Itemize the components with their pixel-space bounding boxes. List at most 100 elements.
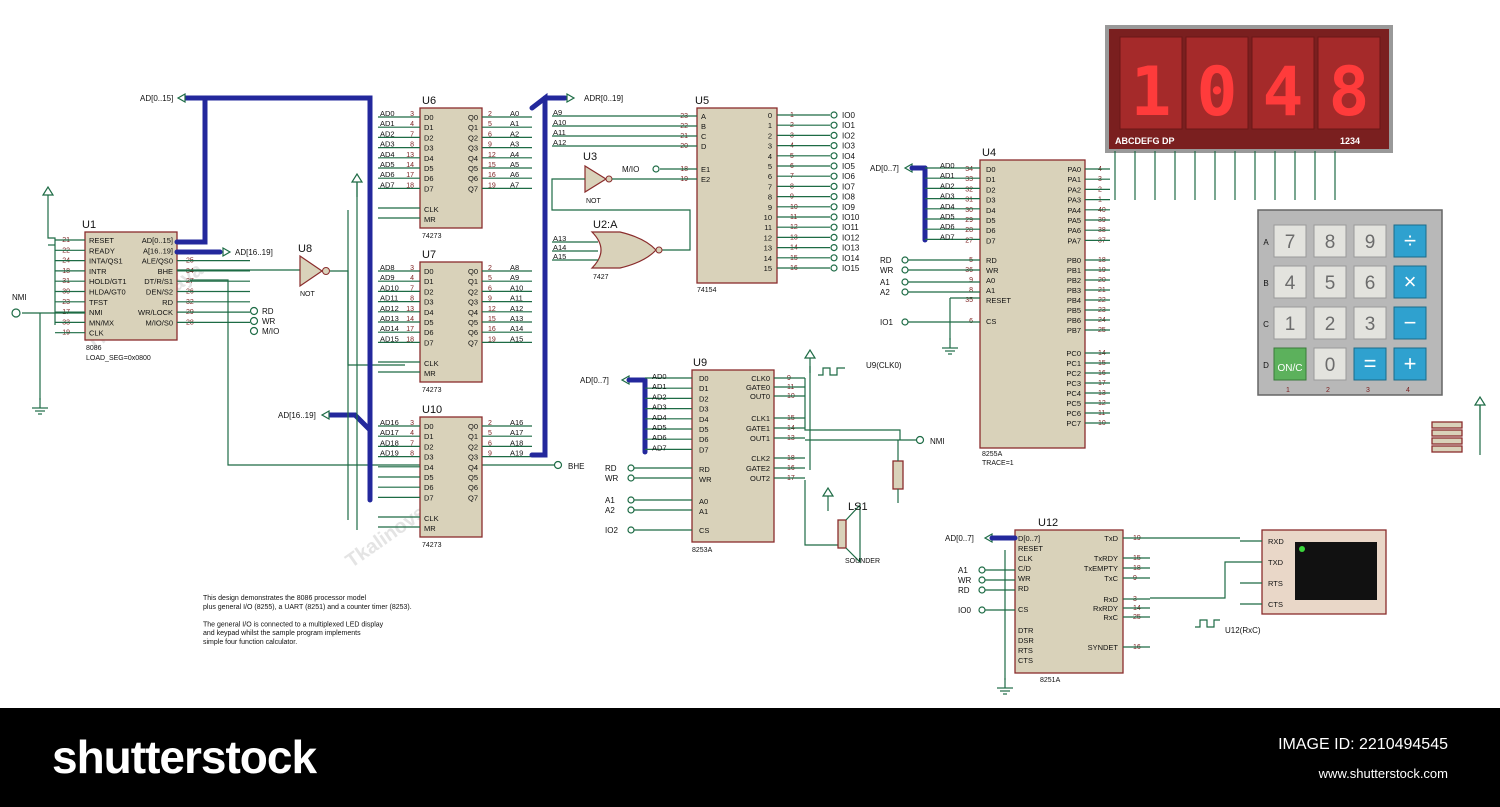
latch-out-label: A16 (510, 418, 523, 427)
keypad-key[interactable] (1393, 306, 1427, 340)
pin-number: 28 (965, 227, 973, 234)
u9-clk-label: U9(CLK0) (866, 361, 902, 370)
pin-number: 3 (410, 420, 414, 427)
u9-pin-label: A1 (699, 507, 708, 516)
u3-not-gate (584, 164, 608, 194)
keypad-key[interactable] (1273, 224, 1307, 258)
u9-pin-label: RD (699, 465, 710, 474)
latch-pin-label: D5 (424, 164, 434, 173)
led-digit-glyph: 4 (1263, 53, 1304, 132)
u5-pin-label: C (701, 132, 707, 141)
latch-pin-label: Q0 (468, 113, 478, 122)
u4-ctrl-label: RD (880, 256, 892, 265)
u4-pin-label: D3 (986, 196, 996, 205)
keypad-key[interactable] (1273, 265, 1307, 299)
latch-in-label: AD6 (380, 170, 395, 179)
latch-in-label: AD1 (380, 119, 395, 128)
u4-pin-label: D4 (986, 206, 996, 215)
u9-pin-label: D0 (699, 374, 709, 383)
description-text: and keypad whilst the sample program imp… (203, 630, 361, 637)
u4-pin-label: PA0 (1067, 165, 1081, 174)
u1-pin-label: TFST (89, 298, 108, 307)
u12-ctrl-label: A1 (958, 566, 968, 575)
u1-pin-label: M/IO/S0 (145, 318, 173, 327)
u9-pin-label: GATE2 (746, 464, 770, 473)
terminal-node (627, 526, 635, 534)
terminal-node (830, 142, 838, 150)
terminal-node (830, 233, 838, 241)
latch-pin-label: Q1 (468, 432, 478, 441)
u12-pin-label: CLK (1018, 554, 1033, 563)
u12-pin-label: DSR (1018, 636, 1034, 645)
u4-pin-label: A1 (986, 286, 995, 295)
keypad-key[interactable] (1313, 347, 1347, 381)
pin-number: 6 (488, 131, 492, 138)
keypad-key[interactable] (1273, 306, 1307, 340)
keypad-key[interactable] (1353, 306, 1387, 340)
keypad-key[interactable] (1313, 224, 1347, 258)
latch-in-label: AD2 (380, 129, 395, 138)
pin-number: 6 (488, 285, 492, 292)
ls1-ref: LS1 (848, 501, 868, 513)
u9-data-label: AD4 (652, 413, 667, 422)
latch-out-label: A11 (510, 294, 523, 303)
u12-ctrl-label: WR (958, 576, 972, 585)
u4-pin-label: D6 (986, 226, 996, 235)
u1-pin-label: DT/R/S1 (144, 277, 173, 286)
keypad-key[interactable] (1393, 265, 1427, 299)
keypad-col-label: 1 (1286, 387, 1290, 394)
latch-in-label: AD11 (380, 294, 398, 303)
pin-number: 4 (410, 121, 414, 128)
u7-ref: U7 (422, 249, 436, 261)
keypad-key[interactable] (1353, 224, 1387, 258)
latch-out-label: A4 (510, 150, 519, 159)
terminal-node (978, 586, 986, 594)
keypad-key[interactable] (1393, 224, 1427, 258)
power-symbol (350, 172, 364, 183)
keypad-row-label: A (1263, 238, 1269, 247)
u5-out-pin: 0 (768, 111, 772, 120)
u4-pin-label: PA1 (1067, 175, 1081, 184)
u5-io-label: IO3 (842, 142, 855, 151)
latch-in-label: AD15 (380, 334, 399, 343)
keypad-key[interactable] (1353, 347, 1387, 381)
u4-ref: U4 (982, 147, 996, 159)
u4-pin-label: PC3 (1066, 379, 1081, 388)
pin-number: 5 (488, 121, 492, 128)
keypad-key[interactable] (1313, 306, 1347, 340)
u4-data-label: AD0 (940, 161, 955, 170)
u8-not-gate (299, 254, 324, 288)
u4-data-label: AD1 (940, 171, 955, 180)
keypad-key[interactable] (1353, 265, 1387, 299)
keypad-col-label: 4 (1406, 387, 1410, 394)
terminal-power-led (1299, 546, 1305, 552)
keypad-key[interactable] (1393, 347, 1427, 381)
pin-number: 33 (965, 176, 973, 183)
u9-data-label: AD6 (652, 433, 667, 442)
u9-pin-label: D3 (699, 405, 709, 414)
keypad-key-label: × (1404, 269, 1417, 294)
keypad-key[interactable] (1313, 265, 1347, 299)
latch-in-label: AD7 (380, 180, 395, 189)
u12-ctrl-label: IO0 (958, 606, 971, 615)
u1-chip (84, 231, 178, 341)
keypad-key[interactable] (1273, 347, 1307, 381)
latch-pin-label: D7 (424, 493, 434, 502)
u1-pin-label: RD (162, 298, 173, 307)
u2-nor-gate (590, 231, 657, 269)
keypad-key-label: 9 (1365, 232, 1376, 253)
u1-type: 8086 (86, 345, 102, 352)
latch-mr-label: MR (424, 215, 436, 224)
pullup-resistor (1431, 421, 1463, 429)
latch-pin-label: D3 (424, 144, 434, 153)
latch-clk-label: CLK (424, 514, 439, 523)
pin-number: 30 (965, 207, 973, 214)
u5-pin-label: E1 (701, 165, 710, 174)
u9-pin-label: WR (699, 475, 712, 484)
keypad-key-label: 8 (1325, 232, 1336, 253)
nmi-label: NMI (12, 293, 27, 302)
ls1-wire (804, 480, 838, 546)
u1-pin-label: MN/MX (89, 318, 114, 327)
pin-number: 7 (410, 131, 414, 138)
ls1-sounder (837, 519, 847, 549)
